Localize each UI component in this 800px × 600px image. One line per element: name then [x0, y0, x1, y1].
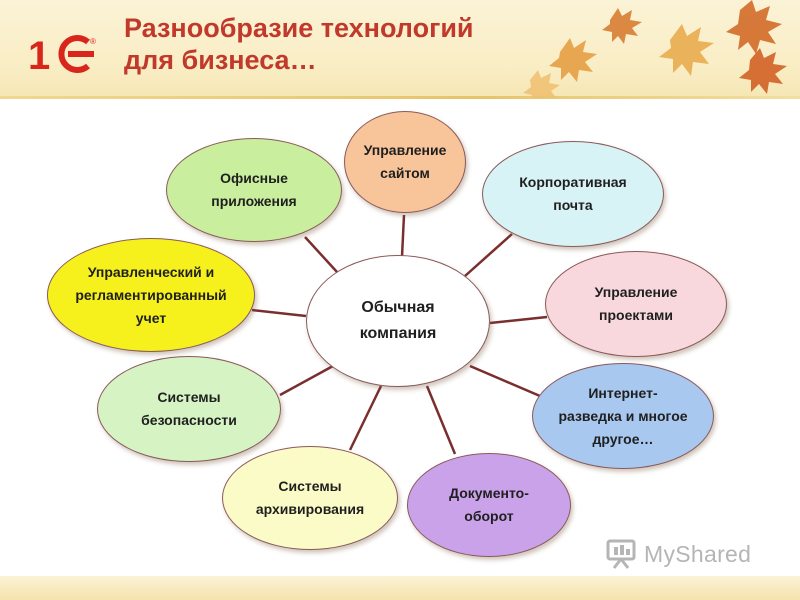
- connector-security: [279, 364, 334, 397]
- center-node-company: Обычная компания: [306, 255, 490, 387]
- connector-office: [304, 236, 338, 273]
- node-label: Системы архивирования: [255, 478, 365, 517]
- node-label: Офисные приложения: [211, 170, 297, 209]
- connector-accounting: [251, 308, 307, 318]
- autumn-leaves-decoration-icon: [523, 0, 787, 98]
- footer-band: [0, 576, 800, 600]
- title-line-1: Разнообразие технологий: [124, 13, 474, 43]
- node-label: Корпоративная почта: [519, 174, 627, 213]
- node-internet-intelligence: Интернет- разведка и многое другое…: [532, 363, 714, 469]
- node-label: Управленческий и регламентированный учет: [75, 263, 227, 326]
- node-corporate-mail: Корпоративная почта: [482, 141, 664, 247]
- myshared-icon: [606, 539, 636, 569]
- node-label: Интернет- разведка и многое другое…: [558, 384, 688, 447]
- node-document-flow: Документо- оборот: [407, 453, 571, 557]
- svg-text:®: ®: [90, 37, 96, 46]
- node-accounting: Управленческий и регламентированный учет: [47, 238, 255, 352]
- node-label: Документо- оборот: [449, 485, 529, 524]
- connector-mail: [464, 233, 513, 277]
- node-office-applications: Офисные приложения: [166, 138, 342, 242]
- header-divider: [0, 96, 800, 99]
- header-band: [0, 0, 800, 98]
- page-title: Разнообразие технологий для бизнеса…: [124, 12, 564, 76]
- connector-internet: [469, 364, 541, 398]
- node-label: Управление сайтом: [363, 142, 447, 181]
- node-site-management: Управление сайтом: [344, 111, 466, 213]
- myshared-watermark: MyShared: [606, 537, 766, 571]
- connector-projects: [489, 315, 548, 325]
- title-line-2: для бизнеса…: [124, 45, 317, 75]
- center-node-label: Обычная компания: [359, 299, 437, 342]
- svg-text:1: 1: [28, 34, 50, 74]
- node-security-systems: Системы безопасности: [97, 356, 281, 462]
- node-project-management: Управление проектами: [545, 251, 727, 357]
- node-archiving-systems: Системы архивирования: [222, 446, 398, 550]
- watermark-text: MyShared: [644, 540, 752, 567]
- connector-site: [400, 214, 406, 258]
- connector-archive: [348, 385, 383, 451]
- node-label: Управление проектами: [594, 284, 678, 323]
- 1c-logo-icon: 1 ®: [28, 34, 96, 74]
- node-label: Системы безопасности: [141, 389, 237, 428]
- connector-docflow: [425, 385, 457, 455]
